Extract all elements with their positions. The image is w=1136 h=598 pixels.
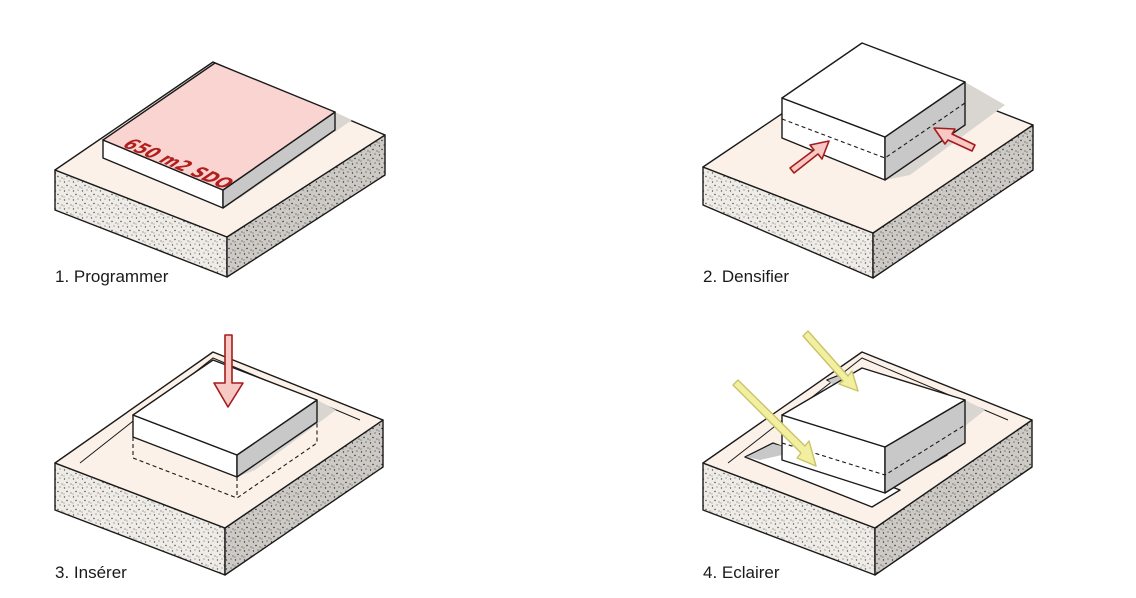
arrow-down-icon (213, 334, 244, 408)
step-3-inserer: 3. Insérer (54, 334, 384, 582)
original-height-line (781, 102, 966, 159)
step-4-eclairer: 4. Eclairer (702, 330, 1033, 582)
programme-slab: 650 m2 SDO (102, 62, 336, 209)
original-height-line (781, 424, 966, 476)
ground-insertion-outline (132, 422, 318, 499)
light-ray-rear-icon (802, 330, 859, 392)
building-shadow (885, 82, 1005, 180)
arrow-left-icon (789, 140, 830, 174)
step-label: 3. Insérer (55, 563, 127, 582)
building-shadow (237, 400, 336, 477)
step-label: 1. Programmer (55, 267, 169, 286)
step-2-densifier: 2. Densifier (702, 42, 1034, 286)
light-ray-courtyard-icon (732, 379, 817, 467)
step-1-programmer: 650 m2 SDO 1. Programmer (54, 61, 386, 286)
arrow-right-icon (933, 127, 976, 152)
densified-building (781, 42, 966, 181)
inserted-building (132, 359, 318, 499)
step-label: 2. Densifier (703, 267, 789, 286)
step-label: 4. Eclairer (703, 563, 780, 582)
building-shadow (223, 112, 352, 205)
lit-building (781, 367, 966, 494)
